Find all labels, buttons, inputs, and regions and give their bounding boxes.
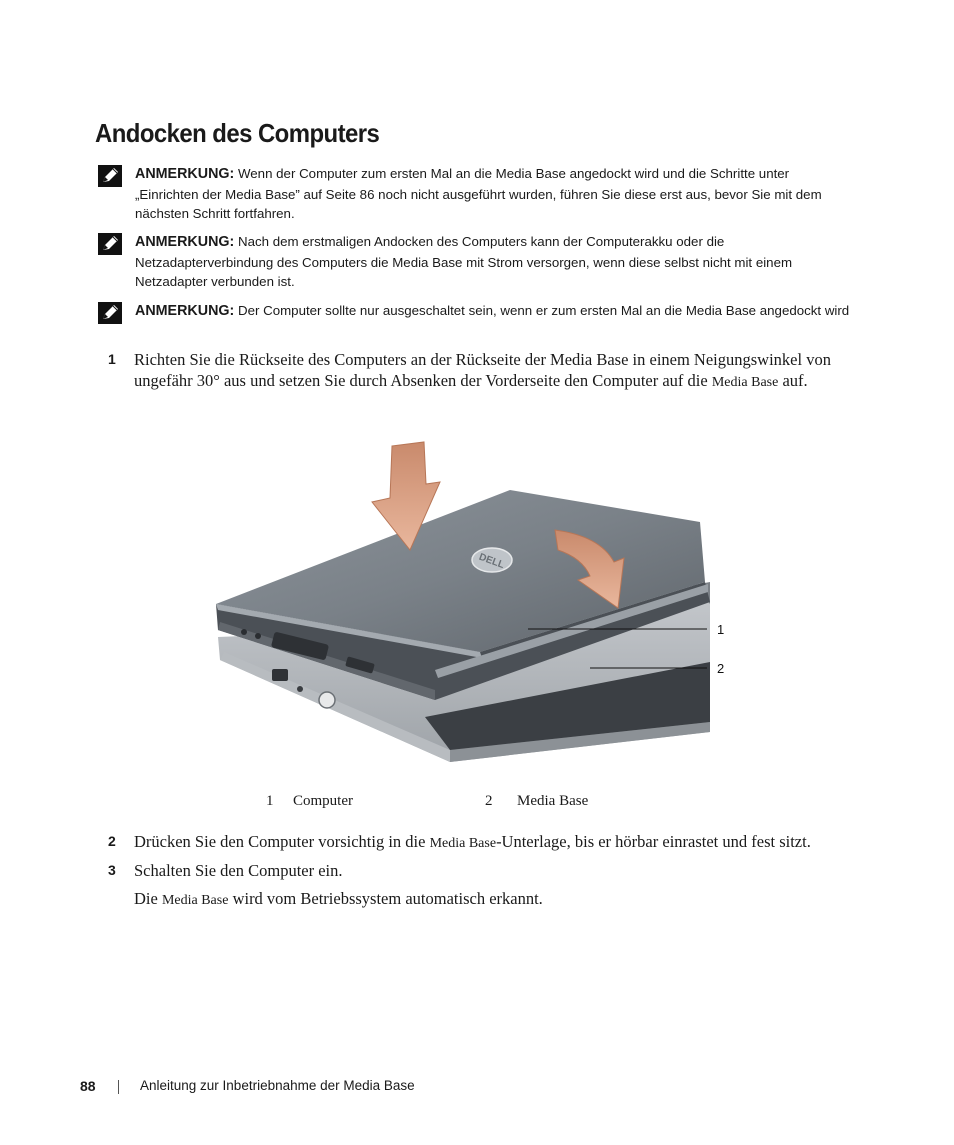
note-label: ANMERKUNG: bbox=[135, 303, 235, 319]
callout-label-2: 2 bbox=[717, 661, 724, 676]
step-text-part: auf. bbox=[778, 371, 808, 390]
step-text-part: wird vom Betriebssystem automatisch erka… bbox=[228, 889, 543, 908]
product-name: Media Base bbox=[429, 836, 497, 851]
caption-label-1: Computer bbox=[293, 793, 353, 809]
down-arrow-icon bbox=[371, 441, 441, 551]
note-text: ANMERKUNG: Nach dem erstmaligen Andocken… bbox=[135, 232, 855, 292]
step-number: 2 bbox=[108, 833, 116, 849]
section-heading: Andocken des Computers bbox=[95, 118, 380, 148]
step-text: Richten Sie die Rückseite des Computers … bbox=[134, 349, 859, 393]
product-name: Media Base bbox=[711, 375, 779, 390]
step-text-part: Richten Sie die Rückseite des Computers … bbox=[134, 350, 831, 390]
caption-label-2: Media Base bbox=[517, 793, 589, 809]
note-body: Der Computer sollte nur ausgeschaltet se… bbox=[234, 303, 850, 318]
page-number: 88 bbox=[80, 1078, 96, 1094]
note-body: Wenn der Computer zum ersten Mal an die … bbox=[135, 166, 822, 221]
footer-title: Anleitung zur Inbetriebnahme der Media B… bbox=[140, 1078, 415, 1093]
step-text-part: Drücken Sie den Computer vorsichtig in d… bbox=[134, 832, 430, 851]
step-text-part: Die bbox=[134, 889, 162, 908]
note-body: Nach dem erstmaligen Andocken des Comput… bbox=[135, 234, 793, 289]
pencil-note-icon bbox=[98, 165, 122, 187]
caption-number-2: 2 bbox=[485, 793, 493, 809]
caption-number-1: 1 bbox=[266, 793, 274, 809]
note-text: ANMERKUNG: Wenn der Computer zum ersten … bbox=[135, 164, 855, 224]
note-label: ANMERKUNG: bbox=[135, 166, 235, 182]
product-name: Media Base bbox=[161, 893, 229, 908]
pencil-note-icon bbox=[98, 302, 122, 324]
note-label: ANMERKUNG: bbox=[135, 234, 235, 250]
step-text: Schalten Sie den Computer ein. bbox=[134, 861, 343, 880]
callout-label-1: 1 bbox=[717, 622, 724, 637]
usb-port-shape bbox=[272, 669, 288, 681]
pencil-note-icon bbox=[98, 233, 122, 255]
laptop-shape: DELL bbox=[216, 490, 710, 700]
step-text-part: -Unterlage, bis er hörbar einrastet und … bbox=[496, 832, 811, 851]
footer-divider bbox=[118, 1080, 119, 1094]
dell-logo-icon bbox=[471, 547, 513, 573]
docking-illustration: DELL 1 2 bbox=[216, 441, 724, 762]
note-text: ANMERKUNG: Der Computer sollte nur ausge… bbox=[135, 301, 855, 322]
power-button-shape bbox=[318, 691, 336, 709]
step-text: Drücken Sie den Computer vorsichtig in d… bbox=[134, 831, 859, 854]
step-number: 3 bbox=[108, 862, 116, 878]
curved-arrow-icon bbox=[554, 529, 625, 609]
step-number: 1 bbox=[108, 351, 116, 367]
step-text: Die Media Base wird vom Betriebssystem a… bbox=[134, 888, 859, 911]
